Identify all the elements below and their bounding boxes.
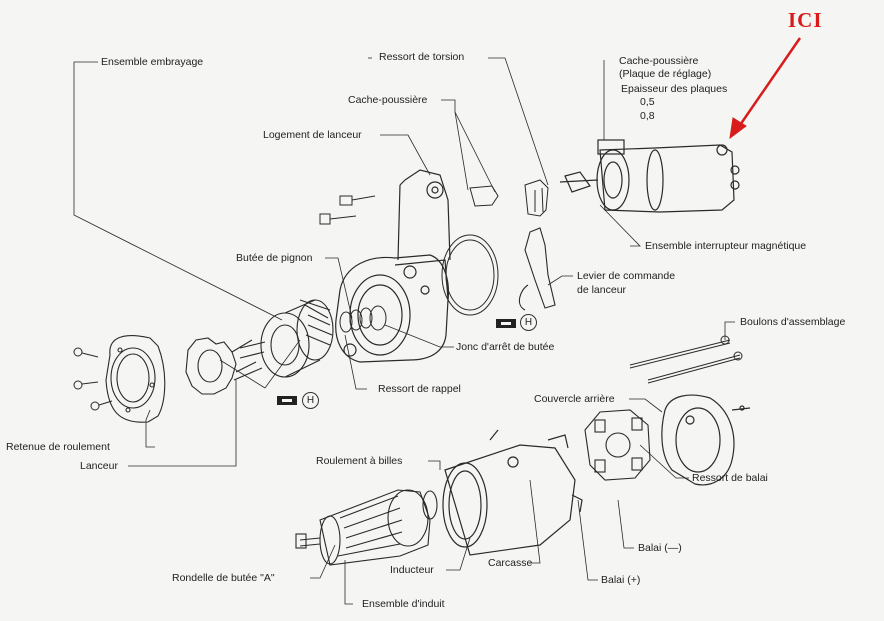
rear-cover: [661, 394, 751, 486]
grease-symbol-icon: [277, 396, 297, 405]
label-cache-poussiere-top: Cache-poussière: [619, 55, 699, 67]
dust-cover-gasket: [441, 234, 499, 316]
label-ensemble-embrayage: Ensemble embrayage: [101, 56, 204, 68]
label-ressort-de-torsion: Ressort de torsion: [379, 51, 465, 63]
grease-h-badge: H: [302, 392, 319, 409]
label-rondelle-de-butee: Rondelle de butée "A": [172, 572, 275, 584]
grease-h-badge: H: [520, 314, 537, 331]
bearing-retainer: [105, 335, 166, 423]
label-boulons-assemblage: Boulons d'assemblage: [740, 316, 846, 328]
brush-holder: [584, 409, 651, 481]
label-balai-moins: Balai (—): [638, 542, 682, 554]
label-couvercle-arriere: Couvercle arrière: [534, 393, 615, 405]
label-epaisseur-des-plaques: Epaisseur des plaques: [621, 83, 728, 95]
ici-annotation: ICI: [788, 8, 823, 32]
label-roulement-a-billes: Roulement à billes: [316, 455, 403, 467]
label-levier-de-lanceur: de lanceur: [577, 284, 627, 296]
label-lanceur: Lanceur: [80, 460, 118, 472]
drive-housing: [335, 169, 451, 363]
red-arrow: [729, 37, 802, 140]
label-inducteur: Inducteur: [390, 564, 434, 576]
label-cache-poussiere-mid: Cache-poussière: [348, 94, 428, 106]
label-ressort-de-rappel: Ressort de rappel: [378, 383, 461, 395]
dust-cover-small: [469, 185, 499, 207]
label-carcasse: Carcasse: [488, 557, 533, 569]
label-butee-de-pignon: Butée de pignon: [236, 252, 313, 264]
label-jonc-arret-butee: Jonc d'arrêt de butée: [456, 341, 555, 353]
label-logement-de-lanceur: Logement de lanceur: [263, 129, 362, 141]
magnetic-switch: [559, 139, 740, 213]
label-ensemble-induit: Ensemble d'induit: [362, 598, 445, 610]
label-levier-de-commande: Levier de commande: [577, 270, 676, 282]
housing-bolts: [319, 195, 376, 225]
label-epaisseur-05: 0,5: [640, 96, 655, 108]
through-bolts: [629, 335, 743, 384]
screws-left: [73, 347, 113, 411]
label-ensemble-interrupteur: Ensemble interrupteur magnétique: [645, 240, 807, 252]
clutch-assembly: [239, 299, 334, 378]
label-epaisseur-08: 0,8: [640, 110, 655, 122]
grease-symbol-icon: [496, 319, 516, 328]
return-spring: [339, 305, 387, 333]
leader-lines: [73, 57, 735, 605]
label-retenue-de-roulement: Retenue de roulement: [6, 441, 110, 453]
label-ressort-de-balai: Ressort de balai: [692, 472, 768, 484]
pinion-gear: [185, 337, 263, 395]
label-plaque-de-reglage: (Plaque de réglage): [619, 68, 712, 80]
torsion-spring: [524, 179, 549, 217]
yoke-frame: [442, 429, 583, 556]
drive-lever: [518, 227, 556, 311]
armature-assembly: [295, 489, 438, 566]
label-balai-plus: Balai (+): [601, 574, 641, 586]
